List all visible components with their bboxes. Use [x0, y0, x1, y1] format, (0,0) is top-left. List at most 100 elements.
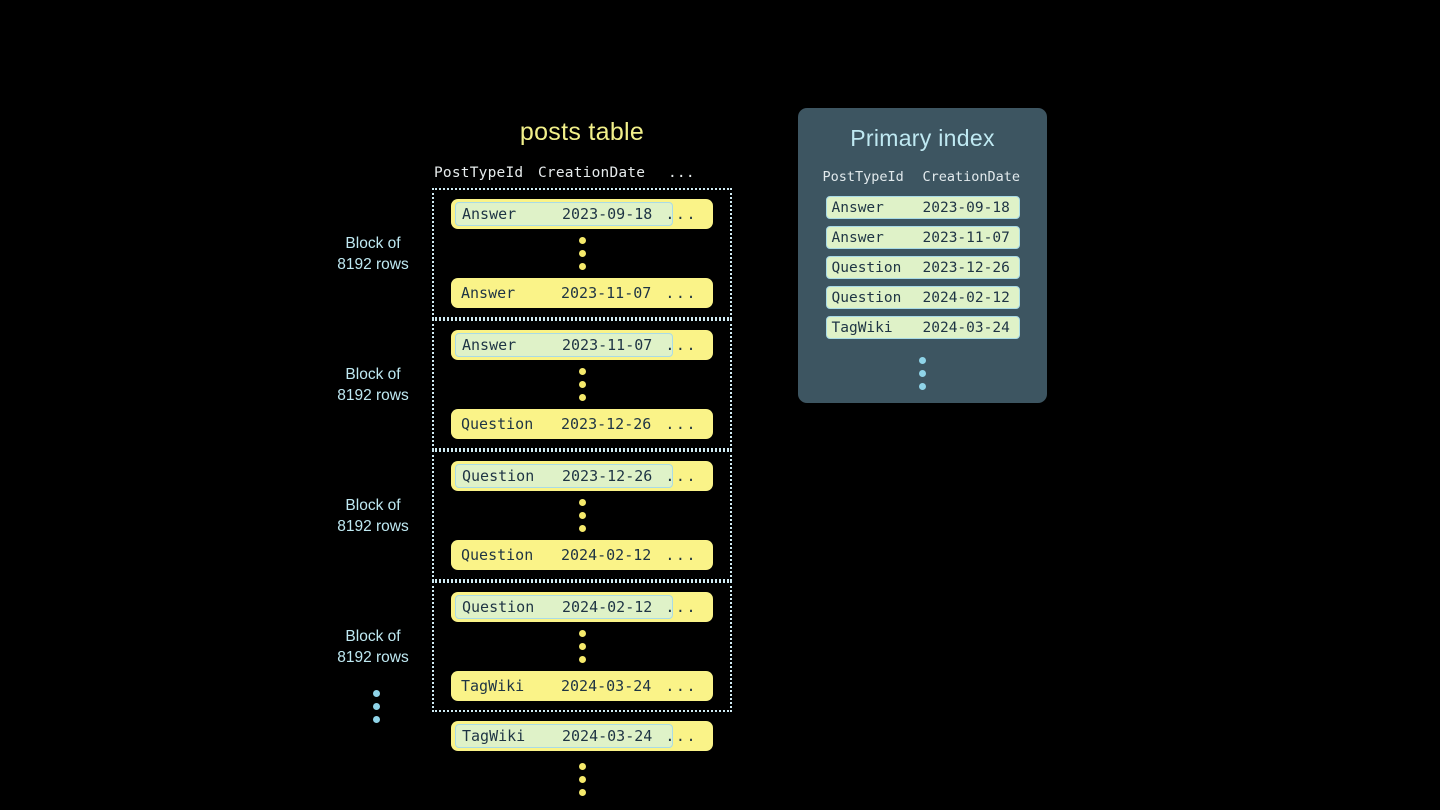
dot [919, 370, 926, 377]
row-ellipsis [578, 360, 586, 409]
cell-posttypeid: Question [462, 467, 535, 485]
cell-posttypeid: Question [461, 415, 534, 433]
table-row: Answer 2023-09-18 ... [451, 199, 713, 229]
block-of-rows: Block of 8192 rows Answer 2023-11-07 ...… [325, 319, 745, 450]
primary-index-column-headers: PostTypeId CreationDate [798, 169, 1047, 185]
column-header-more: ... [668, 165, 695, 181]
cell-posttypeid: Question [831, 289, 902, 306]
primary-index-rows: Answer 2023-09-18 Answer 2023-11-07 Ques… [798, 196, 1047, 398]
cell-posttypeid: Question [461, 546, 534, 564]
cell-posttypeid: TagWiki [831, 319, 893, 336]
cell-more: ... [665, 727, 697, 745]
cell-creationdate: 2024-03-24 [562, 727, 653, 745]
cell-creationdate: 2023-11-07 [561, 284, 652, 302]
dot [578, 237, 586, 244]
cell-more: ... [665, 415, 697, 433]
vertical-ellipsis [363, 682, 389, 731]
table-row: Question 2023-12-26 ... [451, 461, 713, 491]
cell-posttypeid: TagWiki [461, 677, 525, 695]
cell-posttypeid: TagWiki [462, 727, 526, 745]
table-row: Answer 2023-11-07 ... [451, 330, 713, 360]
cell-more: ... [665, 467, 697, 485]
block-label-line-1: Block of [345, 234, 401, 252]
dot [372, 716, 380, 723]
dot [578, 368, 586, 375]
cell-creationdate: 2023-12-26 [561, 415, 652, 433]
cell-creationdate: 2023-12-26 [562, 467, 653, 485]
block-body: Question 2024-02-12 ... TagWiki 2024-03-… [432, 581, 732, 712]
more-blocks-ellipsis [363, 682, 389, 731]
table-row: Answer 2023-11-07 ... [451, 278, 713, 308]
index-row: Answer 2023-09-18 [825, 196, 1020, 219]
table-row: Question 2024-02-12 ... [451, 540, 713, 570]
dot [578, 630, 586, 637]
dot [372, 703, 380, 710]
row-key-cells: TagWiki 2024-03-24 [455, 674, 671, 698]
cell-posttypeid: Question [462, 598, 535, 616]
table-row: Question 2024-02-12 ... [451, 592, 713, 622]
cell-creationdate: 2024-03-24 [922, 319, 1010, 336]
block-label-line-2: 8192 rows [337, 386, 409, 404]
posts-table-diagram: posts table PostTypeId CreationDate ... … [325, 118, 745, 804]
cell-more: ... [665, 205, 697, 223]
cell-creationdate: 2024-02-12 [562, 598, 653, 616]
dot [578, 656, 586, 663]
cell-more: ... [665, 677, 697, 695]
cell-more: ... [665, 336, 697, 354]
block-body: Answer 2023-11-07 ... Question 2023-12-2… [432, 319, 732, 450]
block-label-line-2: 8192 rows [337, 648, 409, 666]
block-label-line-2: 8192 rows [337, 517, 409, 535]
dot [372, 690, 380, 697]
row-key-cells: Question 2023-12-26 [455, 412, 671, 436]
cell-creationdate: 2023-11-07 [562, 336, 653, 354]
block-label: Block of 8192 rows [325, 233, 432, 275]
row-key-cells: Question 2023-12-26 [455, 464, 673, 488]
block-label-line-2: 8192 rows [337, 255, 409, 273]
block-label: Block of 8192 rows [325, 364, 432, 406]
column-header-creationdate: CreationDate [922, 169, 1021, 185]
posts-table-column-headers: PostTypeId CreationDate ... [432, 165, 722, 181]
trailing-row-body: TagWiki 2024-03-24 ... [432, 721, 732, 804]
cell-posttypeid: Answer [831, 199, 884, 216]
dot [578, 263, 586, 270]
block-label: Block of 8192 rows [325, 495, 432, 537]
row-key-cells: TagWiki 2024-03-24 [455, 724, 673, 748]
block-label-line-1: Block of [345, 496, 401, 514]
cell-creationdate: 2024-03-24 [561, 677, 652, 695]
row-key-cells: Answer 2023-09-18 [455, 202, 673, 226]
cell-posttypeid: Question [831, 259, 902, 276]
cell-creationdate: 2024-02-12 [922, 289, 1010, 306]
block-of-rows: Block of 8192 rows Question 2024-02-12 .… [325, 581, 745, 712]
table-row: TagWiki 2024-03-24 ... [451, 671, 713, 701]
dot [919, 357, 926, 364]
index-row: Question 2024-02-12 [825, 286, 1020, 309]
row-key-cells: Question 2024-02-12 [455, 595, 673, 619]
table-row: Question 2023-12-26 ... [451, 409, 713, 439]
cell-more: ... [665, 284, 697, 302]
dot [919, 383, 926, 390]
column-header-creationdate: CreationDate [538, 165, 646, 181]
trailing-row-container: TagWiki 2024-03-24 ... [325, 721, 745, 804]
index-continues-ellipsis [919, 349, 926, 398]
cell-more: ... [665, 598, 697, 616]
cell-more: ... [665, 546, 697, 564]
primary-index-panel: Primary index PostTypeId CreationDate An… [798, 108, 1047, 403]
block-of-rows: Block of 8192 rows Answer 2023-09-18 ...… [325, 188, 745, 319]
dot [578, 525, 586, 532]
dot [578, 643, 586, 650]
index-row: TagWiki 2024-03-24 [825, 316, 1020, 339]
cell-posttypeid: Answer [462, 205, 517, 223]
cell-posttypeid: Answer [461, 284, 516, 302]
index-row: Answer 2023-11-07 [825, 226, 1020, 249]
block-label: Block of 8192 rows [325, 626, 432, 668]
row-key-cells: Answer 2023-11-07 [455, 333, 673, 357]
dot [578, 381, 586, 388]
block-of-rows: Block of 8192 rows Question 2023-12-26 .… [325, 450, 745, 581]
dot [578, 394, 586, 401]
dot [578, 789, 586, 796]
cell-posttypeid: Answer [831, 229, 884, 246]
cell-creationdate: 2024-02-12 [561, 546, 652, 564]
block-body: Answer 2023-09-18 ... Answer 2023-11-07 … [432, 188, 732, 319]
dot [578, 763, 586, 770]
cell-creationdate: 2023-09-18 [562, 205, 653, 223]
